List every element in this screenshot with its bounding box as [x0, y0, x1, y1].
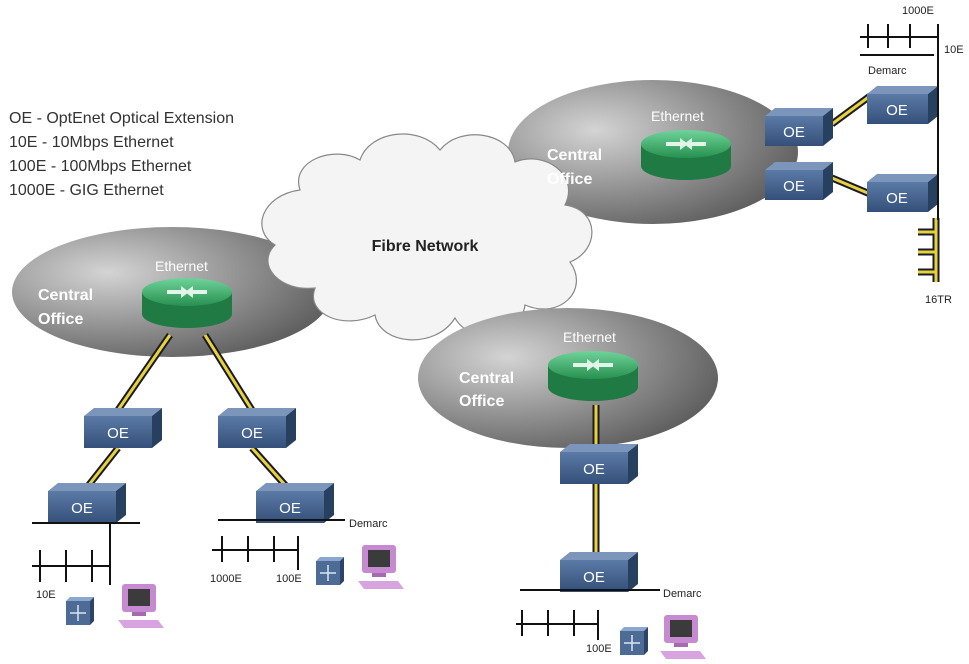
switch-icon	[316, 557, 344, 585]
legend: OE - OptEnet Optical Extension 10E - 10M…	[9, 110, 234, 199]
oe-label: OE	[279, 500, 301, 517]
demarc-label-left: Demarc	[349, 518, 388, 530]
oe-box-right-1: OE	[765, 108, 833, 146]
computer-icon	[660, 615, 706, 659]
computer-icon	[118, 584, 164, 628]
label-100e-bottom: 100E	[586, 643, 612, 655]
co-bottom-line1: Central	[459, 370, 514, 387]
oe-label: OE	[783, 178, 805, 195]
oe-label: OE	[583, 461, 605, 478]
switch-icon	[66, 597, 94, 625]
router-bottom	[548, 351, 638, 401]
oe-box-left-3: OE	[48, 483, 126, 523]
central-office-bottom: Central Office Ethernet	[459, 329, 616, 410]
oe-box-left-1: OE	[84, 408, 162, 448]
co-left-line1: Central	[38, 287, 93, 304]
label-100e-left: 100E	[276, 573, 302, 585]
oe-box-bottom-2: OE	[560, 552, 638, 592]
co-right-ethernet: Ethernet	[651, 108, 704, 124]
fibre-network-cloud: Fibre Network	[261, 133, 593, 341]
co-bottom-line2: Office	[459, 393, 504, 410]
demarc-label-bottom: Demarc	[663, 588, 702, 600]
oe-label: OE	[241, 425, 263, 442]
router-left	[142, 278, 232, 328]
co-bottom-ethernet: Ethernet	[563, 329, 616, 345]
oe-box-bottom-1: OE	[560, 444, 638, 484]
central-office-left: Central Office Ethernet	[38, 258, 208, 328]
cloud-label: Fibre Network	[372, 238, 479, 255]
oe-label: OE	[583, 569, 605, 586]
oe-label: OE	[783, 124, 805, 141]
switch-icon	[620, 627, 648, 655]
computer-icon	[358, 545, 404, 589]
small-labels: Demarc Demarc Demarc 10E 1000E 100E 100E…	[36, 5, 964, 655]
co-left-line2: Office	[38, 311, 83, 328]
co-right-line1: Central	[547, 147, 602, 164]
label-1000e-left: 1000E	[210, 573, 242, 585]
label-10e-left: 10E	[36, 589, 56, 601]
demarc-label-right: Demarc	[868, 65, 907, 77]
oe-box-right-4: OE	[867, 174, 938, 212]
co-right-line2: Office	[547, 171, 592, 188]
central-office-right: Central Office Ethernet	[547, 108, 704, 188]
cloud-shape	[261, 133, 593, 341]
oe-box-right-3: OE	[867, 86, 938, 124]
label-1000e-right: 1000E	[902, 5, 934, 17]
oe-label: OE	[107, 425, 129, 442]
legend-10e: 10E - 10Mbps Ethernet	[9, 134, 174, 151]
oe-box-left-2: OE	[218, 408, 296, 448]
label-10e-right: 10E	[944, 44, 964, 56]
oe-box-right-2: OE	[765, 162, 833, 200]
co-left-ethernet: Ethernet	[155, 258, 208, 274]
oe-label: OE	[886, 190, 908, 207]
legend-100e: 100E - 100Mbps Ethernet	[9, 158, 192, 175]
legend-1000e: 1000E - GIG Ethernet	[9, 182, 164, 199]
legend-oe: OE - OptEnet Optical Extension	[9, 110, 234, 127]
ethernet-buses	[32, 24, 939, 640]
oe-box-left-4: OE	[256, 483, 334, 523]
label-16tr: 16TR	[925, 294, 952, 306]
oe-label: OE	[71, 500, 93, 517]
oe-label: OE	[886, 102, 908, 119]
fiber-links	[85, 93, 940, 555]
router-right	[641, 130, 731, 180]
